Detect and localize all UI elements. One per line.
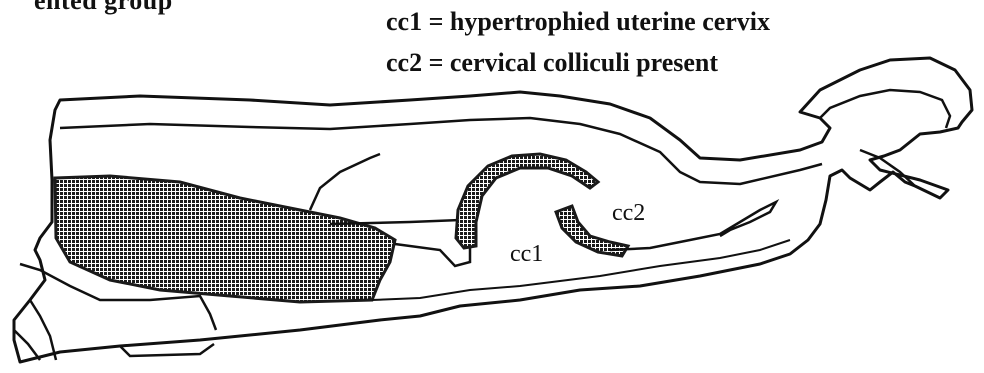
- label-cc2: cc2: [612, 200, 645, 227]
- inner-lumen-upper: [310, 154, 380, 210]
- dorsal-contour: [60, 118, 822, 184]
- label-cc1: cc1: [510, 241, 543, 268]
- shaded-region-left: [55, 176, 395, 302]
